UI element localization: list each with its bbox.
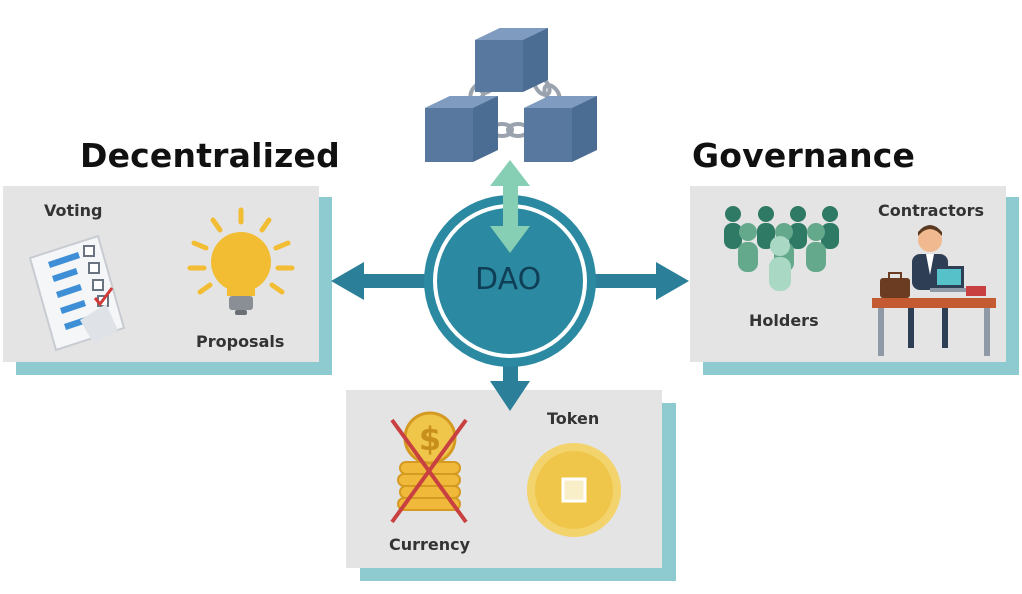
label-proposals: Proposals	[196, 332, 285, 351]
svg-text:$: $	[419, 420, 441, 458]
title-governance: Governance	[692, 136, 916, 175]
label-holders: Holders	[749, 311, 819, 330]
label-token: Token	[547, 409, 600, 428]
contractor-desk-icon	[872, 225, 996, 356]
token-coin-icon	[527, 443, 621, 537]
arrow-left	[331, 262, 430, 300]
lightbulb-icon	[187, 207, 295, 315]
people-group-icon	[724, 206, 839, 291]
title-decentralized: Decentralized	[80, 136, 340, 175]
dao-label: DAO	[475, 262, 542, 297]
label-contractors: Contractors	[878, 201, 984, 220]
crossed-out-icon	[390, 418, 468, 524]
label-voting: Voting	[44, 201, 103, 220]
arrow-up-down	[490, 160, 530, 253]
ballot-icon	[28, 234, 126, 352]
label-currency: Currency	[389, 535, 471, 554]
arrow-right	[590, 262, 689, 300]
blockchain-icon	[425, 28, 597, 162]
coin-stack-icon: $	[397, 411, 461, 511]
